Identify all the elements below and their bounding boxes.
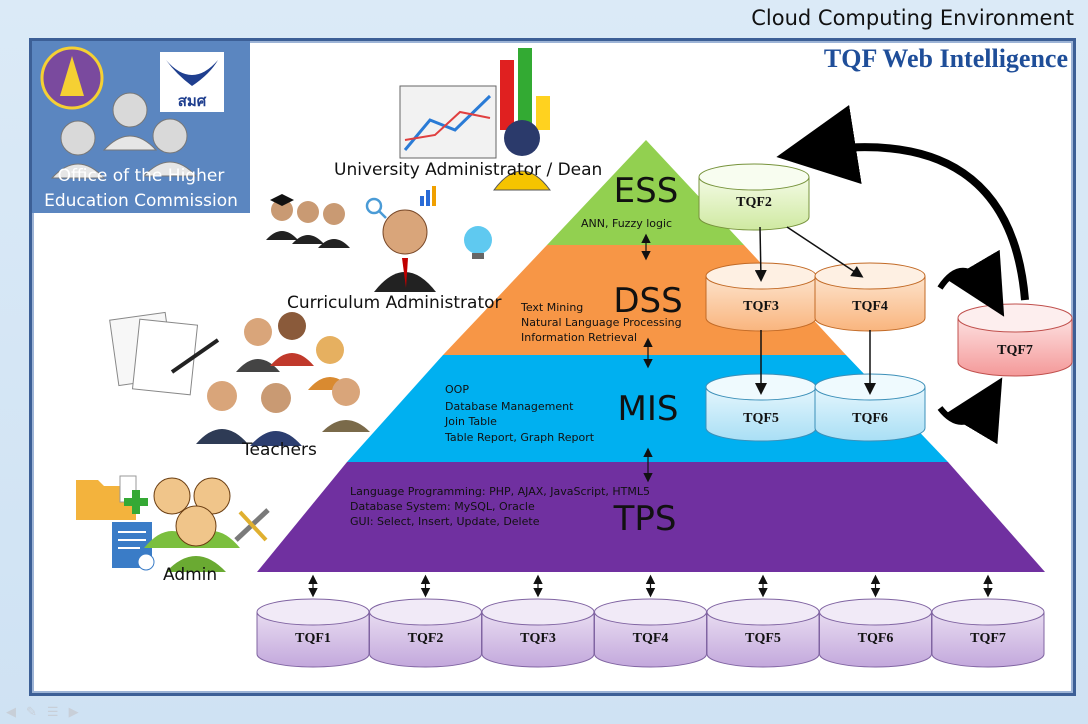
mis-line: Database Management xyxy=(445,400,574,413)
environment-title: Cloud Computing Environment xyxy=(751,6,1074,30)
bottom-db-label: TQF4 xyxy=(633,631,669,646)
mis-line: Table Report, Graph Report xyxy=(444,431,595,444)
dss-line: Information Retrieval xyxy=(521,331,637,344)
ohec-people-icon xyxy=(50,92,198,179)
tps-line: Language Programming: PHP, AJAX, JavaScr… xyxy=(350,485,650,498)
curriculum-admin-avatar-icon xyxy=(374,209,436,292)
mis-title: MIS xyxy=(618,389,679,429)
mis-line: OOP xyxy=(445,383,469,396)
bottom-db-tqf6: TQF6 xyxy=(819,598,932,668)
menu-icon[interactable]: ☰ xyxy=(46,704,59,719)
tqf2-to-tqf4-arrow xyxy=(786,226,864,278)
db-label: TQF5 xyxy=(743,411,779,426)
pen-icon[interactable]: ✎ xyxy=(26,704,37,719)
bottom-arrows xyxy=(308,574,993,598)
brand-title: TQF Web Intelligence xyxy=(823,44,1068,73)
idea-bulb-icon xyxy=(464,226,492,259)
mis-line: Join Table xyxy=(444,415,497,428)
forward-arrow-icon[interactable]: ▶ xyxy=(68,704,79,719)
tqf6-to-tqf7-arrow xyxy=(937,377,1003,445)
admin-group-icon xyxy=(144,477,240,572)
onesqa-logo-text: สมศ xyxy=(178,92,207,110)
onesqa-logo-icon: สมศ xyxy=(160,52,224,112)
dss-line: Natural Language Processing xyxy=(521,316,682,329)
tps-layer xyxy=(257,462,1045,572)
db-label: TQF6 xyxy=(852,411,888,426)
dean-avatar-icon xyxy=(493,120,551,191)
bottom-db-label: TQF3 xyxy=(520,631,556,646)
curriculum-admin-label: Curriculum Administrator xyxy=(287,293,502,313)
teachers-label: Teachers xyxy=(242,440,317,460)
add-folder-icon xyxy=(76,475,148,520)
bottom-db-tqf2: TQF2 xyxy=(369,598,482,668)
ess-layer xyxy=(547,140,744,245)
bottom-db-label: TQF5 xyxy=(745,631,781,646)
dss-line: Text Mining xyxy=(520,301,583,314)
bottom-databases: TQF1 TQF2 TQF3 TQF4 TQF5 TQF6 TQF7 xyxy=(256,598,1045,668)
bottom-db-tqf4: TQF4 xyxy=(594,598,707,668)
tqf4-to-tqf7-arrow xyxy=(937,249,1005,317)
bottom-db-tqf7: TQF7 xyxy=(931,598,1045,668)
report-documents-icon xyxy=(109,311,220,396)
db-cylinder-tqf2: TQF2 xyxy=(698,163,810,231)
tqf7-to-tqf2-arrow xyxy=(776,105,1029,301)
bottom-db-label: TQF2 xyxy=(408,631,444,646)
bottom-db-label: TQF6 xyxy=(858,631,894,646)
dean-label: University Administrator / Dean xyxy=(334,160,603,180)
small-chart-icon xyxy=(420,186,436,206)
tqf2-to-tqf3-arrow xyxy=(754,226,767,282)
tps-line: Database System: MySQL, Oracle xyxy=(350,500,535,513)
admin-label: Admin xyxy=(163,565,218,585)
bottom-db-tqf1: TQF1 xyxy=(256,598,370,668)
ess-title: ESS xyxy=(614,171,679,211)
bottom-db-tqf5: TQF5 xyxy=(706,598,820,668)
bottom-db-label: TQF7 xyxy=(970,631,1006,646)
ohec-label: Office of the Higher Education Commissio… xyxy=(44,166,238,211)
tps-line: GUI: Select, Insert, Update, Delete xyxy=(350,515,540,528)
tools-icon xyxy=(234,508,270,542)
back-arrow-icon[interactable]: ◀ xyxy=(6,704,16,719)
slide-nav[interactable]: ◀ ✎ ☰ ▶ xyxy=(6,704,79,720)
teachers-group-icon xyxy=(196,312,370,446)
db-label: TQF7 xyxy=(997,343,1033,358)
dss-title: DSS xyxy=(613,281,682,321)
ess-line: ANN, Fuzzy logic xyxy=(581,217,672,230)
db-label: TQF4 xyxy=(852,299,888,314)
graduates-icon xyxy=(266,194,350,248)
db-cylinder-tqf4: TQF4 xyxy=(814,262,926,332)
db-cylinder-tqf7: TQF7 xyxy=(957,303,1073,377)
db-label: TQF2 xyxy=(736,195,772,210)
add-document-icon xyxy=(112,522,155,571)
ohec-seal-icon xyxy=(40,46,104,110)
bottom-db-label: TQF1 xyxy=(295,631,331,646)
tps-title: TPS xyxy=(613,499,677,539)
dean-chart-icon xyxy=(399,48,550,159)
bottom-db-tqf3: TQF3 xyxy=(481,598,595,668)
magnifier-icon xyxy=(365,197,387,219)
db-label: TQF3 xyxy=(743,299,779,314)
